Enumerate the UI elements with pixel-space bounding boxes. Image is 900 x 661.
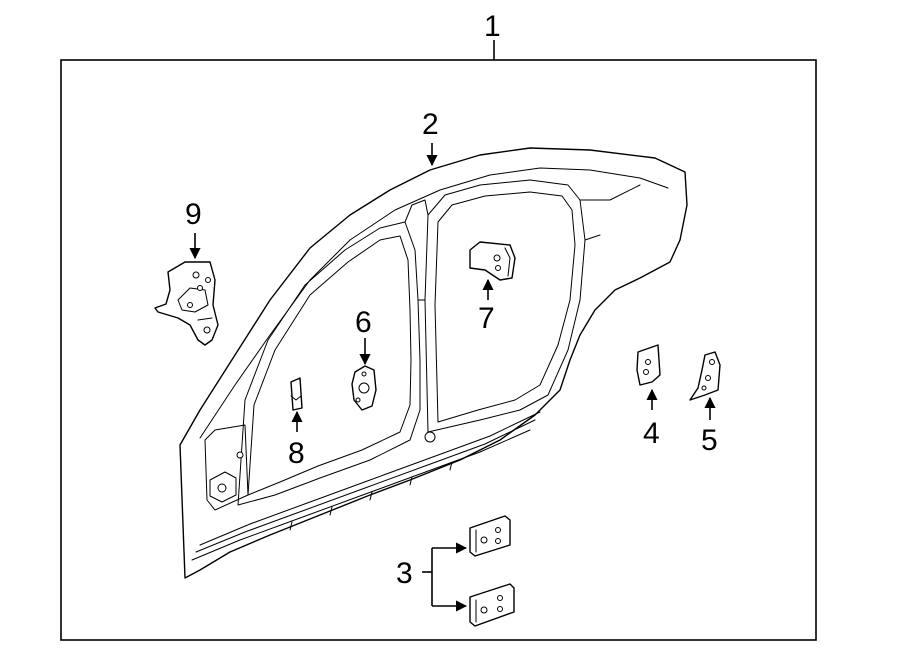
side-panel[interactable] bbox=[179, 147, 688, 579]
callout-5[interactable]: 5 bbox=[701, 424, 718, 457]
assembly-frame bbox=[60, 59, 817, 641]
hinge-plate-upper[interactable] bbox=[469, 515, 511, 557]
callout-1[interactable]: 1 bbox=[484, 10, 501, 43]
callout-4[interactable]: 4 bbox=[643, 417, 660, 450]
latch-reinforcement-part-6[interactable] bbox=[351, 365, 377, 411]
callout-7[interactable]: 7 bbox=[478, 302, 495, 335]
bracket-part-4[interactable] bbox=[636, 344, 661, 386]
bracket-part-9[interactable] bbox=[154, 261, 219, 346]
small-bracket-part-8[interactable] bbox=[290, 377, 303, 411]
callout-2[interactable]: 2 bbox=[422, 108, 439, 141]
callout-8[interactable]: 8 bbox=[288, 437, 305, 470]
hinge-plate-lower[interactable] bbox=[469, 583, 515, 627]
bracket-part-5[interactable] bbox=[689, 351, 721, 401]
callout-3[interactable]: 3 bbox=[396, 557, 413, 590]
callout-9[interactable]: 9 bbox=[185, 198, 202, 231]
reinforcement-part-7[interactable] bbox=[469, 241, 516, 281]
callout-6[interactable]: 6 bbox=[355, 306, 372, 339]
